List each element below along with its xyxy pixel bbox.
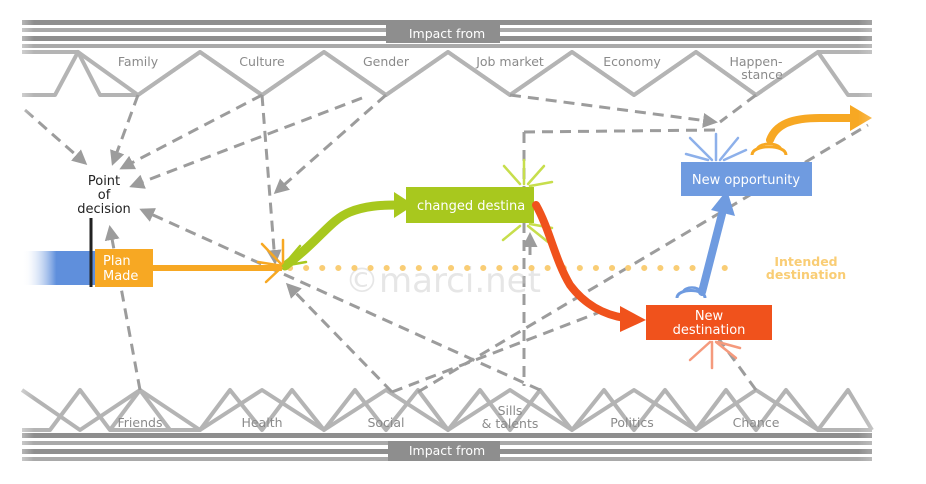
divergence-burst — [256, 238, 308, 284]
changed-destination-box: changed destina — [406, 187, 534, 223]
top-impact-band: Impact from — [22, 20, 872, 48]
new-opportunity-label: New opportunity — [692, 173, 801, 188]
factor-family: Family — [118, 54, 159, 69]
opportunity-path — [698, 210, 726, 296]
factor-job-market: Job market — [475, 54, 544, 69]
point-of-decision-line3: decision — [77, 202, 131, 217]
changed-path — [280, 200, 403, 271]
plan-made-line2: Made — [103, 269, 138, 284]
new-destination-line2: destination — [673, 323, 746, 338]
point-of-decision-line1: Point — [88, 174, 120, 189]
factor-social: Social — [367, 415, 404, 430]
factor-gender: Gender — [363, 54, 410, 69]
new-destination-burst — [688, 340, 742, 370]
factor-happenstance-line1: Happen- — [729, 54, 782, 69]
continuation-path — [766, 114, 856, 144]
factor-politics: Politics — [610, 415, 653, 430]
changed-box-burst — [501, 158, 554, 244]
intended-destination-line2: destination — [766, 267, 846, 282]
blue-dash-base — [675, 289, 707, 299]
watermark: ©marci.net — [345, 261, 541, 301]
factor-chance: Chance — [733, 415, 780, 430]
new-destination-line1: New — [695, 309, 724, 324]
new-opportunity-box: New opportunity — [681, 162, 812, 196]
factor-skills-line2: & talents — [482, 416, 539, 431]
bottom-impact-label: Impact from — [409, 443, 485, 458]
changed-destination-label: changed destina — [417, 199, 525, 214]
influence-arrows — [24, 93, 869, 394]
factor-culture: Culture — [239, 54, 285, 69]
new-destination-box: New destination — [646, 305, 772, 340]
top-impact-label: Impact from — [409, 26, 485, 41]
bottom-lattice — [20, 388, 874, 432]
top-lattice — [22, 50, 872, 97]
new-destination-path — [532, 201, 629, 322]
bottom-impact-band: Impact from — [22, 433, 872, 461]
factor-friends: Friends — [118, 415, 163, 430]
start-bar — [22, 251, 98, 285]
plan-made-line1: Plan — [103, 254, 131, 269]
factor-skills-line1: Sills — [498, 403, 523, 418]
factor-happenstance-line2: stance — [741, 67, 783, 82]
point-of-decision-line2: of — [98, 188, 111, 203]
new-opportunity-burst — [684, 132, 748, 162]
plan-made-box: Plan Made — [95, 249, 153, 287]
factor-health: Health — [241, 415, 282, 430]
factor-economy: Economy — [603, 54, 661, 69]
intended-destination-line1: Intended — [774, 254, 837, 269]
